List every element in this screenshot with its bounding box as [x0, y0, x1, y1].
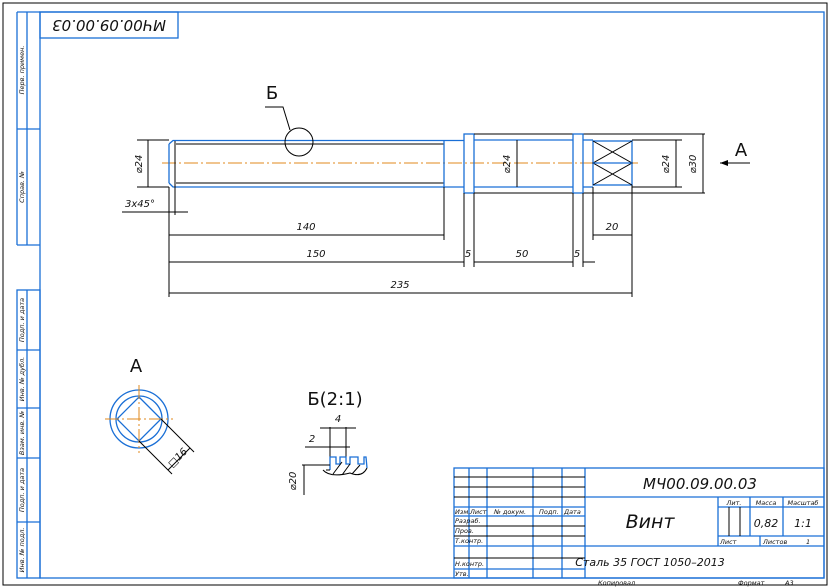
part-name: Винт — [626, 511, 676, 533]
svg-text:2: 2 — [309, 434, 315, 445]
mass-value: 0,82 — [754, 517, 779, 530]
dim-5-second: 5 — [574, 249, 580, 260]
dim-diameter-left: ⌀24 — [134, 155, 145, 174]
svg-text:Масса: Масса — [756, 499, 777, 507]
svg-text:Перв. примен.: Перв. примен. — [18, 46, 26, 95]
svg-text:Подп. и дата: Подп. и дата — [18, 298, 26, 342]
svg-text:Разраб.: Разраб. — [455, 517, 481, 525]
svg-text:№ докум.: № докум. — [493, 508, 526, 516]
svg-text:Инв. № подл.: Инв. № подл. — [18, 528, 26, 573]
dim-140: 140 — [296, 222, 315, 233]
svg-text:А3: А3 — [784, 579, 794, 587]
rotated-stamp-box — [39, 11, 179, 39]
svg-text:Изм.: Изм. — [455, 508, 470, 516]
svg-text:Взам. инв. №: Взам. инв. № — [18, 411, 26, 455]
detail-b: Б(2:1) 4 2 ⌀20 — [288, 389, 368, 495]
inner-frame — [39, 11, 825, 579]
view-arrow-label: А — [735, 140, 748, 161]
rotated-designation: МЧ00.09.00.03 — [52, 16, 166, 34]
dim-5-first: 5 — [465, 249, 471, 260]
svg-text:Масштаб: Масштаб — [788, 499, 819, 507]
svg-text:Подп. и дата: Подп. и дата — [18, 468, 26, 512]
svg-text:Лист: Лист — [469, 508, 487, 516]
detail-callout-circle — [284, 127, 314, 157]
shaft-main-view — [162, 133, 705, 297]
svg-text:Лист: Лист — [719, 538, 737, 546]
svg-text:Копировал: Копировал — [598, 579, 635, 587]
arrow-icon — [720, 160, 728, 166]
svg-text:4: 4 — [335, 414, 341, 425]
svg-text:Дата: Дата — [563, 508, 581, 516]
svg-text:А: А — [130, 356, 143, 377]
detail-callout-label: Б — [266, 83, 278, 104]
svg-text:Формат: Формат — [738, 579, 765, 587]
svg-text:Листов: Листов — [762, 538, 787, 546]
dimension-lines — [122, 134, 704, 297]
svg-text:Н.контр.: Н.контр. — [455, 560, 484, 568]
svg-text:Подп.: Подп. — [539, 508, 559, 516]
view-a: А □16 — [105, 356, 195, 475]
svg-text:1: 1 — [806, 538, 810, 546]
svg-text:Б(2:1): Б(2:1) — [307, 389, 362, 410]
dim-diameter-right: ⌀24 — [661, 155, 672, 174]
dim-chamfer: 3х45° — [125, 199, 155, 210]
left-strip: Перв. примен. Справ. № Подп. и дата Инв.… — [16, 11, 41, 579]
svg-text:Пров.: Пров. — [455, 527, 474, 535]
svg-text:⌀20: ⌀20 — [288, 472, 299, 491]
svg-text:Т.контр.: Т.контр. — [455, 537, 483, 545]
designation: МЧ00.09.00.03 — [643, 475, 757, 493]
svg-text:□16: □16 — [166, 446, 189, 469]
title-block: Изм. Лист № докум. Подп. Дата Разраб. Пр… — [453, 467, 825, 587]
scale-value: 1:1 — [794, 517, 812, 530]
dim-diameter-mid: ⌀24 — [502, 155, 513, 174]
dim-150: 150 — [306, 249, 325, 260]
dim-235: 235 — [390, 280, 409, 291]
svg-text:Инв. № дубл.: Инв. № дубл. — [18, 357, 26, 401]
material: Сталь 35 ГОСТ 1050–2013 — [575, 556, 725, 569]
svg-text:Справ. №: Справ. № — [18, 171, 26, 203]
svg-text:Утв.: Утв. — [455, 570, 469, 578]
dim-diameter-collar: ⌀30 — [688, 155, 699, 174]
dim-20: 20 — [606, 222, 619, 233]
svg-text:Лит.: Лит. — [726, 499, 742, 507]
dim-50: 50 — [516, 249, 529, 260]
